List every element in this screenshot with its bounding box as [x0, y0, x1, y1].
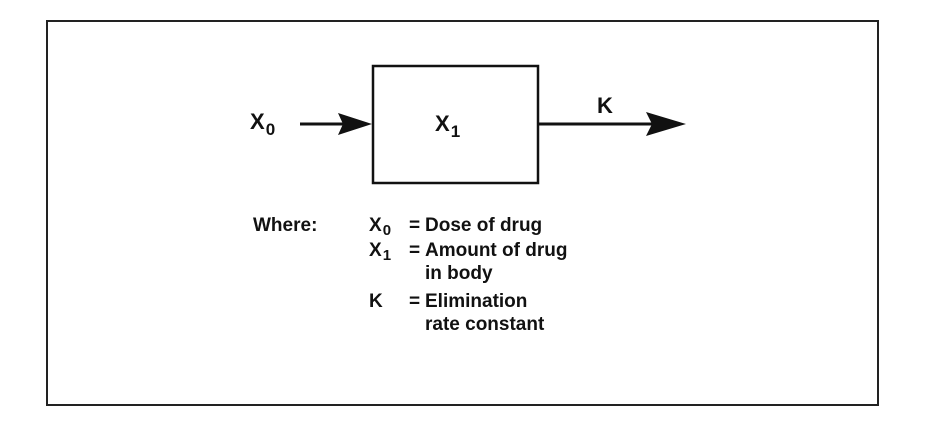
elimination-arrowhead	[646, 112, 686, 136]
legend-definition: Dose of drug	[425, 215, 543, 236]
compartment-label: X1	[435, 111, 460, 141]
legend-definition: Elimination rate constant	[425, 291, 545, 335]
input-label: X0	[250, 109, 275, 139]
input-subscript: 0	[265, 120, 276, 139]
legend-symbol: K	[369, 291, 383, 312]
legend-equals: =	[409, 291, 421, 312]
legend-row-rate: K = Elimination rate constant	[369, 290, 544, 335]
compartment-box	[371, 64, 540, 185]
legend-row-dose: X0 = Dose of drug	[369, 214, 542, 239]
legend-definition: Amount of drug in body	[425, 240, 568, 284]
legend-equals: =	[409, 215, 421, 236]
legend-equals: =	[409, 240, 421, 261]
input-arrowhead	[338, 113, 372, 135]
input-symbol: X	[250, 109, 265, 134]
legend-symbol: X1	[369, 240, 392, 264]
legend-row-amount: X1 = Amount of drug in body	[369, 239, 567, 284]
rate-label: K	[597, 93, 613, 118]
legend-where-label: Where:	[253, 215, 318, 236]
legend-symbol: X0	[369, 215, 392, 239]
compartment-subscript: 1	[450, 122, 461, 141]
compartment-symbol: X	[435, 111, 450, 136]
figure-frame	[46, 20, 879, 406]
